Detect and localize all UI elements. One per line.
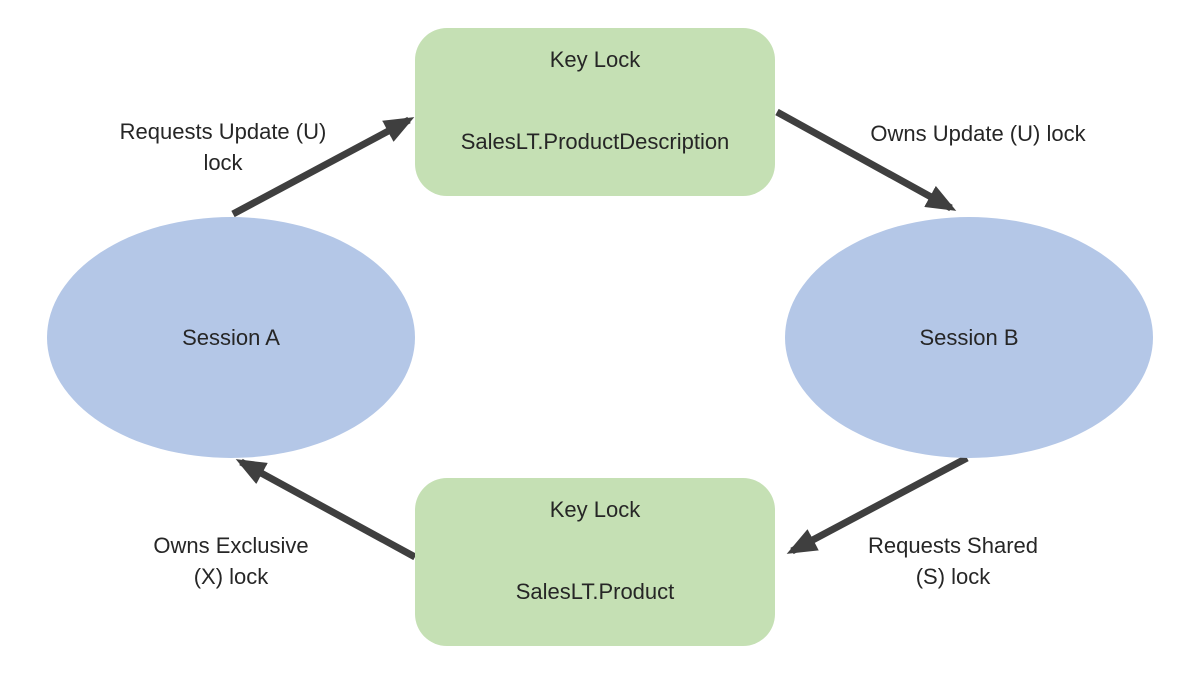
edge-label-line: Requests Update (U) [119,119,327,144]
edge-label-line: lock [203,150,243,175]
edge-label-line: Owns Update (U) lock [870,121,1086,146]
edge-label-requests-update-lock: Requests Update (U) lock [63,116,383,178]
node-session-a: Session A [47,217,415,458]
key-lock-bottom-title: Key Lock [549,497,641,522]
edge-label-line: (X) lock [193,564,269,589]
node-key-lock-top: Key Lock SalesLT.ProductDescription [415,28,775,196]
arrow-key-lock-bottom-to-session-a [235,458,417,561]
edge-label-line: Requests Shared [868,533,1038,558]
node-session-b: Session B [785,217,1153,458]
key-lock-bottom-resource: SalesLT.Product [515,579,675,604]
edge-label-owns-exclusive-lock: Owns Exclusive (X) lock [71,530,391,592]
session-b-label: Session B [919,324,1019,350]
node-key-lock-bottom: Key Lock SalesLT.Product [415,478,775,646]
session-a-label: Session A [182,324,280,350]
edge-label-line: Owns Exclusive [153,533,309,558]
arrow-key-lock-top-to-session-b [775,108,957,212]
key-lock-top-resource: SalesLT.ProductDescription [460,129,730,154]
key-lock-top-title: Key Lock [549,47,641,72]
edge-label-line: (S) lock [915,564,991,589]
arrow-session-a-to-key-lock-top [231,116,415,218]
edge-label-owns-update-lock: Owns Update (U) lock [818,118,1138,149]
arrow-session-b-to-key-lock-bottom [786,454,969,555]
edge-label-requests-shared-lock: Requests Shared (S) lock [793,530,1113,592]
